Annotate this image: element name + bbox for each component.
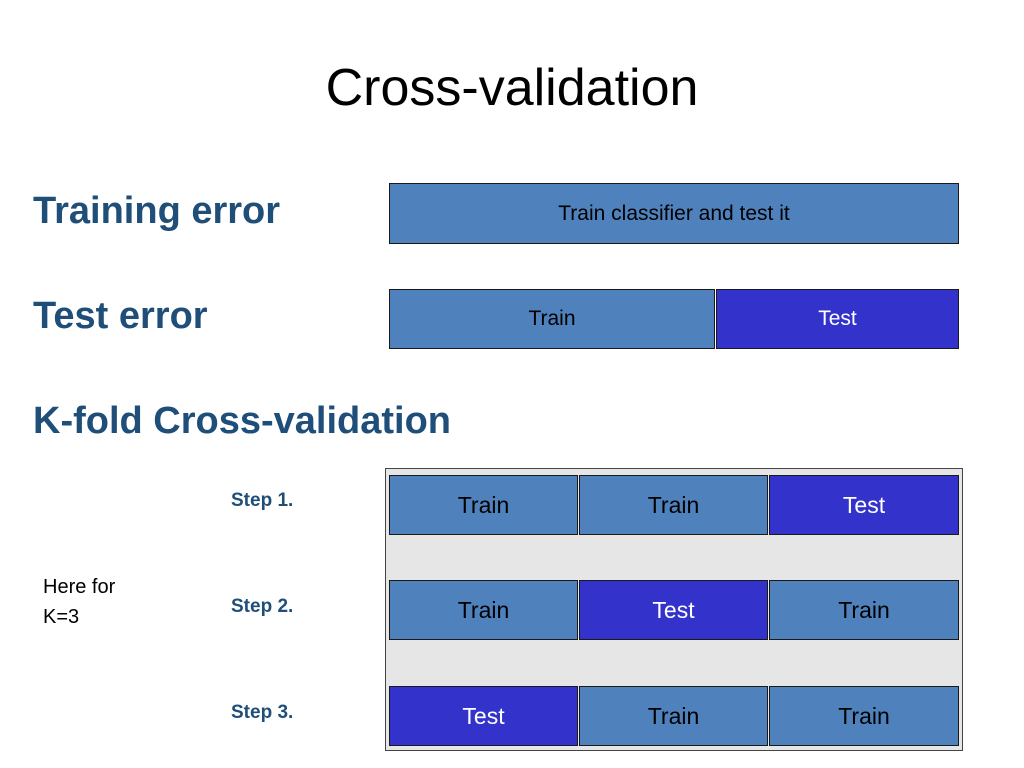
step-2-fold-3: Train xyxy=(769,580,959,640)
step-1-label: Step 1. xyxy=(231,490,294,511)
training-error-bar: Train classifier and test it xyxy=(389,183,959,244)
heading-kfold: K-fold Cross-validation xyxy=(33,400,452,442)
test-error-test-label: Test xyxy=(818,307,857,330)
slide-title: Cross-validation xyxy=(325,59,699,117)
step-3-fold-1: Test xyxy=(389,686,578,746)
step-3-fold-3: Train xyxy=(769,686,959,746)
k-note-line2: K=3 xyxy=(43,606,80,628)
training-error-bar-label: Train classifier and test it xyxy=(558,201,790,225)
step-2-fold-1-label: Train xyxy=(457,596,510,623)
k-note: Here for K=3 xyxy=(43,572,115,632)
step-1-fold-2: Train xyxy=(579,475,768,535)
step-2-label: Step 2. xyxy=(231,596,294,617)
heading-test-error: Test error xyxy=(33,295,208,337)
step-2-fold-2: Test xyxy=(579,580,768,640)
step-1-fold-2-label: Train xyxy=(647,491,700,518)
step-3-label: Step 3. xyxy=(231,702,294,723)
step-3-fold-1-label: Test xyxy=(462,702,505,729)
k-note-line1: Here for xyxy=(43,576,116,598)
step-3-fold-2-label: Train xyxy=(647,702,700,729)
test-error-test-segment: Test xyxy=(716,289,959,349)
step-2-fold-2-label: Test xyxy=(652,596,695,623)
test-error-train-segment: Train xyxy=(389,289,715,349)
step-1-fold-1: Train xyxy=(389,475,578,535)
step-2-fold-1: Train xyxy=(389,580,578,640)
step-3-fold-2: Train xyxy=(579,686,768,746)
step-2-fold-3-label: Train xyxy=(838,596,890,623)
step-1-fold-3-label: Test xyxy=(842,491,886,518)
step-1-fold-1-label: Train xyxy=(457,491,510,518)
step-3-fold-3-label: Train xyxy=(838,702,890,729)
heading-training-error: Training error xyxy=(33,190,281,232)
test-error-train-label: Train xyxy=(528,307,576,330)
step-1-fold-3: Test xyxy=(769,475,959,535)
